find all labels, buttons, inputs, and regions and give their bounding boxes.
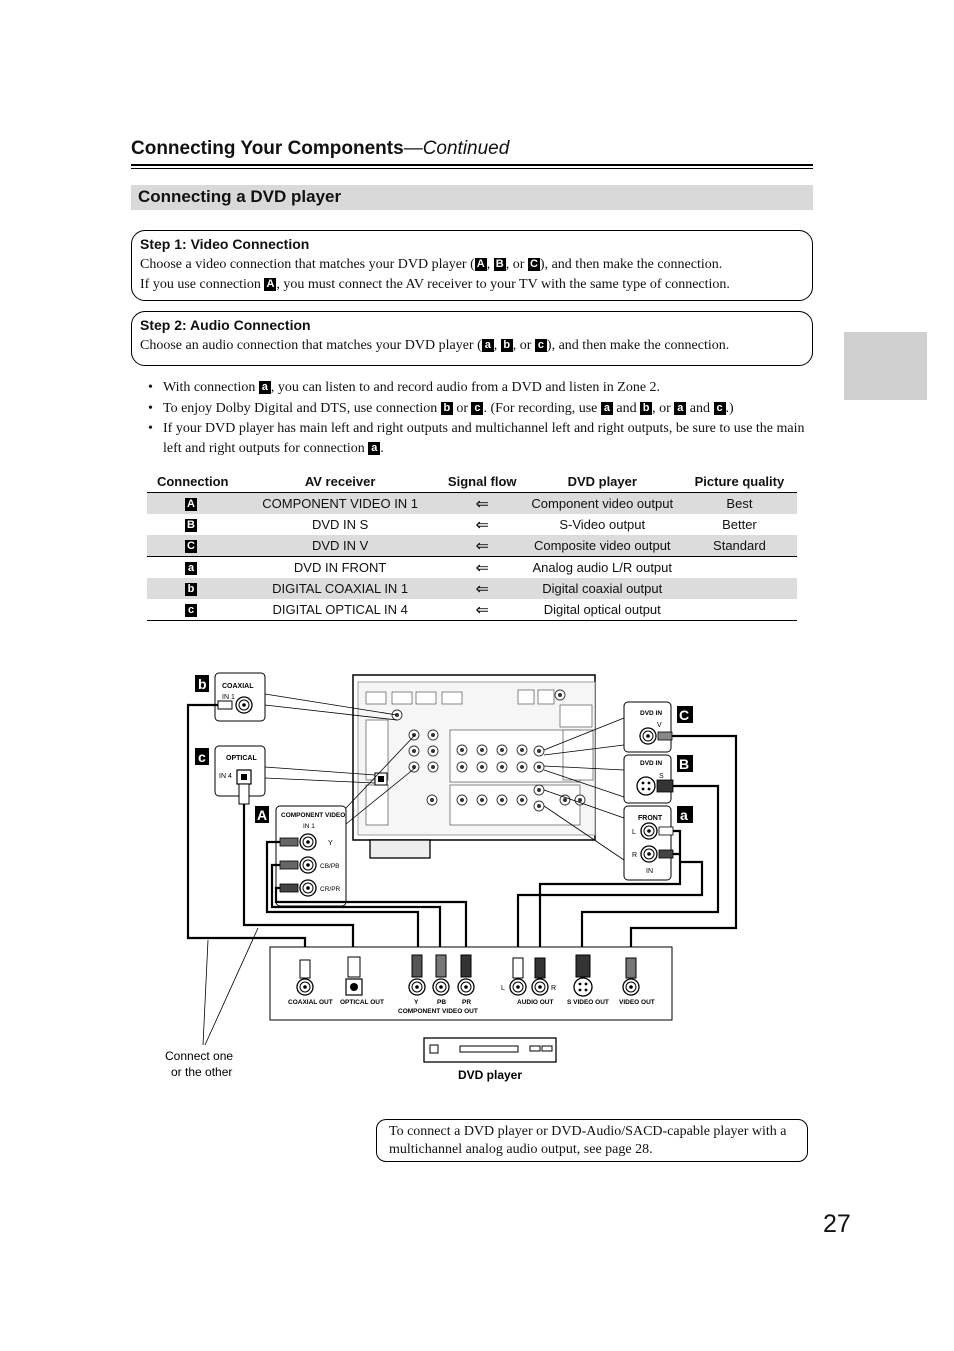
- component-video-label: COMPONENT VIDEO: [281, 812, 345, 819]
- table-row: a DVD IN FRONT⇐ Analog audio L/R output: [147, 557, 797, 579]
- col-picture-quality: Picture quality: [681, 470, 797, 493]
- dvd-player-outputs-panel: COAXIAL OUT OPTICAL OUT Y PB PR COMPONEN…: [269, 946, 673, 1021]
- header-rule: [131, 164, 813, 166]
- audio-l-label: L: [501, 985, 505, 992]
- s-video-out-label: S VIDEO OUT: [567, 999, 609, 1006]
- component-video-out-label: COMPONENT VIDEO OUT: [398, 1008, 478, 1015]
- s-label: S: [659, 773, 664, 780]
- table-row: b DIGITAL COAXIAL IN 1⇐ Digital coaxial …: [147, 578, 797, 599]
- optical-in4-label: IN 4: [219, 773, 232, 780]
- connection-table: Connection AV receiver Signal flow DVD p…: [147, 470, 797, 621]
- optical-label: OPTICAL: [226, 755, 257, 762]
- connect-one-label: Connect one: [165, 1049, 233, 1063]
- component-video-input-callout: COMPONENT VIDEO IN 1 Y CB/PB CR/PR: [275, 734, 416, 907]
- video-out-label: VIDEO OUT: [619, 999, 655, 1006]
- col-signal-flow: Signal flow: [441, 470, 523, 493]
- badge-A: A: [474, 258, 487, 271]
- bullet-item: With connection a, you can listen to and…: [148, 378, 808, 398]
- badge-B: B: [493, 258, 506, 271]
- front-in-callout: FRONT L R IN: [543, 789, 674, 881]
- optical-input-callout: OPTICAL IN 4: [214, 745, 376, 805]
- note-text: To connect a DVD player or DVD-Audio/SAC…: [389, 1124, 787, 1157]
- audio-r-label: R: [551, 985, 556, 992]
- table-row: c DIGITAL OPTICAL IN 4⇐ Digital optical …: [147, 599, 797, 621]
- step2-text: Choose an audio connection that matches …: [140, 338, 730, 353]
- step1-title: Step 1: Video Connection: [140, 236, 310, 252]
- connect-one-pointer: [202, 939, 209, 1046]
- label-c-marker: [195, 748, 209, 765]
- step2-title: Step 2: Audio Connection: [140, 317, 311, 333]
- header-continued: —Continued: [403, 138, 510, 159]
- bullet-list: With connection a, you can listen to and…: [148, 378, 808, 459]
- label-b-marker: [195, 675, 209, 692]
- coaxial-input-callout: COAXIAL IN 1: [214, 672, 398, 722]
- front-r-label: R: [632, 852, 637, 859]
- section-title-bar: Connecting a DVD player: [131, 185, 813, 210]
- label-A-marker: [255, 806, 269, 823]
- badge-c: c: [534, 339, 547, 352]
- table-row: A COMPONENT VIDEO IN 1⇐ Component video …: [147, 492, 797, 514]
- out-pr-label: PR: [462, 999, 471, 1006]
- step1-text: Choose a video connection that matches y…: [140, 255, 800, 295]
- note-box: To connect a DVD player or DVD-Audio/SAC…: [376, 1119, 808, 1162]
- section-title: Connecting a DVD player: [138, 187, 342, 206]
- label-b: b: [198, 676, 207, 692]
- col-av-receiver: AV receiver: [238, 470, 442, 493]
- label-A: A: [257, 807, 267, 823]
- dvd-in-v-callout: DVD IN V: [543, 701, 673, 756]
- av-receiver-rear-panel: [352, 674, 596, 859]
- label-B: B: [679, 756, 689, 772]
- coaxial-label: COAXIAL: [222, 683, 254, 690]
- label-c: c: [198, 749, 206, 765]
- step1-line1: Choose a video connection that matches y…: [140, 257, 723, 272]
- component-in1-label: IN 1: [303, 823, 315, 830]
- cb-pb-label: CB/PB: [320, 863, 340, 870]
- front-label: FRONT: [638, 815, 663, 822]
- label-C: C: [679, 707, 689, 723]
- label-C-marker: [677, 706, 693, 723]
- page-number: 27: [823, 1210, 851, 1238]
- dvd-in-v-label: DVD IN: [640, 710, 662, 717]
- step1-line2: If you use connection A, you must connec…: [140, 277, 730, 292]
- dvd-player-label: DVD player: [458, 1068, 522, 1082]
- label-a: a: [680, 807, 688, 823]
- header-rule-thin: [131, 168, 813, 169]
- header-title: Connecting Your Components: [131, 138, 404, 159]
- badge-A: A: [264, 278, 277, 291]
- dvd-in-s-label: DVD IN: [640, 760, 662, 767]
- col-dvd-player: DVD player: [522, 470, 682, 493]
- coaxial-in1-label: IN 1: [222, 694, 235, 701]
- connect-other-pointer: [204, 927, 259, 1046]
- out-y-label: Y: [414, 999, 419, 1006]
- badge-C: C: [527, 258, 540, 271]
- table-header-row: Connection AV receiver Signal flow DVD p…: [147, 470, 797, 493]
- v-label: V: [657, 722, 662, 729]
- badge-b: b: [500, 339, 513, 352]
- cables: [186, 703, 738, 960]
- badge-a: a: [481, 339, 494, 352]
- label-B-marker: [677, 755, 693, 772]
- dvd-player-icon: [423, 1037, 557, 1063]
- cr-pr-label: CR/PR: [320, 886, 341, 893]
- front-in-label: IN: [646, 868, 653, 875]
- out-pb-label: PB: [437, 999, 446, 1006]
- step1-box: Step 1: Video Connection Choose a video …: [131, 230, 813, 301]
- bullet-item: If your DVD player has main left and rig…: [148, 419, 808, 458]
- page-header: Connecting Your Components—Continued: [131, 138, 509, 160]
- col-connection: Connection: [147, 470, 239, 493]
- front-l-label: L: [632, 829, 636, 836]
- step2-box: Step 2: Audio Connection Choose an audio…: [131, 311, 813, 366]
- out-coaxial-label: COAXIAL OUT: [288, 999, 333, 1006]
- label-a-marker: [677, 806, 693, 823]
- audio-out-label: AUDIO OUT: [517, 999, 554, 1006]
- out-optical-label: OPTICAL OUT: [340, 999, 384, 1006]
- bullet-item: To enjoy Dolby Digital and DTS, use conn…: [148, 399, 808, 419]
- chapter-tab: [844, 332, 927, 400]
- y-label: Y: [328, 840, 333, 847]
- or-the-other-label: or the other: [171, 1065, 232, 1079]
